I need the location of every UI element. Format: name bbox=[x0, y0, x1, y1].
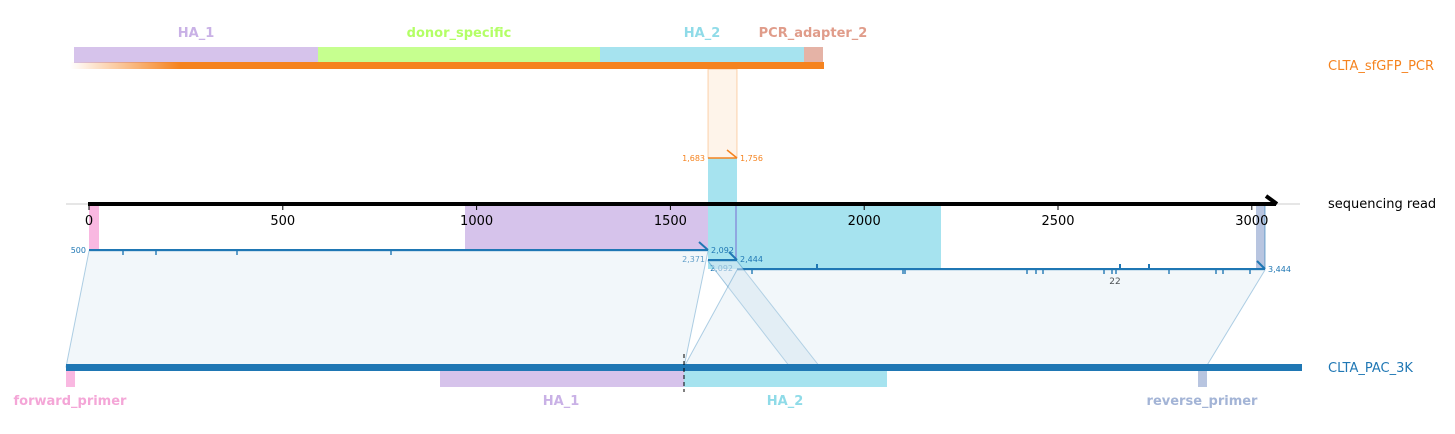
bottom-label-ha1: HA_1 bbox=[543, 394, 580, 409]
top-feature-donor-specific bbox=[318, 47, 600, 63]
band-segment-3 bbox=[683, 269, 1266, 368]
axis-tick-label: 1500 bbox=[654, 214, 687, 229]
axis-tick-label: 2500 bbox=[1041, 214, 1074, 229]
top-track-bar bbox=[180, 62, 824, 69]
bottom-feature-reverse-primer bbox=[1198, 371, 1207, 387]
axis-tick-label: 3000 bbox=[1235, 214, 1268, 229]
segment-1-indel-ticks bbox=[122, 250, 392, 255]
top-label-ha2: HA_2 bbox=[684, 26, 721, 41]
indel-count-label: 22 bbox=[1109, 277, 1120, 287]
read-feature-reverse-primer bbox=[1256, 205, 1265, 269]
bottom-feature-ha1 bbox=[440, 371, 684, 387]
bottom-track: forward_primer HA_1 HA_2 reverse_primer … bbox=[14, 354, 1413, 409]
top-label-donor-specific: donor_specific bbox=[407, 26, 512, 41]
segment-3-indel-ticks bbox=[751, 264, 1251, 274]
axis-tick-label: 1000 bbox=[460, 214, 493, 229]
top-label-ha1: HA_1 bbox=[178, 26, 215, 41]
read-track-name: sequencing read bbox=[1328, 197, 1436, 212]
read-arrow-head bbox=[1264, 194, 1279, 206]
axis-tick-label: 2000 bbox=[848, 214, 881, 229]
axis-tick-label: 500 bbox=[270, 214, 295, 229]
seg2-end-coord: 2,444 bbox=[740, 255, 763, 264]
top-track-bar-fade bbox=[70, 62, 180, 69]
top-match-band: 1,683 1,756 bbox=[682, 68, 763, 205]
band-segment-1 bbox=[65, 250, 709, 368]
top-feature-ha2 bbox=[600, 47, 804, 63]
bottom-feature-ha2 bbox=[684, 371, 887, 387]
top-match-start-coord: 1,683 bbox=[682, 154, 705, 163]
seg1-end-coord: 2,092 bbox=[711, 246, 734, 255]
top-feature-pcr-adapter-2 bbox=[804, 47, 823, 63]
seg2-start-coord: 2,371 bbox=[682, 255, 705, 264]
alignment-bands bbox=[65, 250, 1266, 368]
bottom-track-name: CLTA_PAC_3K bbox=[1328, 361, 1413, 376]
axis-tick-label: 0 bbox=[85, 214, 93, 229]
bottom-label-reverse-primer: reverse_primer bbox=[1147, 394, 1259, 409]
top-match-end-coord: 1,756 bbox=[740, 154, 763, 163]
bottom-track-bar bbox=[66, 364, 1302, 371]
seg1-start-coord: 500 bbox=[71, 246, 86, 255]
seg3-end-coord: 3,444 bbox=[1268, 265, 1291, 274]
top-feature-ha1 bbox=[74, 47, 318, 63]
read-feature-forward-primer bbox=[89, 205, 99, 250]
bottom-label-ha2: HA_2 bbox=[767, 394, 804, 409]
read-feature-ha2 bbox=[708, 205, 941, 269]
read-feature-ha1 bbox=[465, 205, 708, 250]
top-track: HA_1 donor_specific HA_2 PCR_adapter_2 C… bbox=[70, 26, 1434, 74]
read-axis-ticks: 0 500 1000 1500 2000 2500 3000 bbox=[85, 204, 1268, 229]
top-track-name: CLTA_sfGFP_PCR bbox=[1328, 59, 1434, 74]
bottom-feature-forward-primer bbox=[66, 371, 75, 387]
top-label-pcr-adapter-2: PCR_adapter_2 bbox=[759, 26, 868, 41]
bottom-label-forward-primer: forward_primer bbox=[14, 394, 128, 409]
